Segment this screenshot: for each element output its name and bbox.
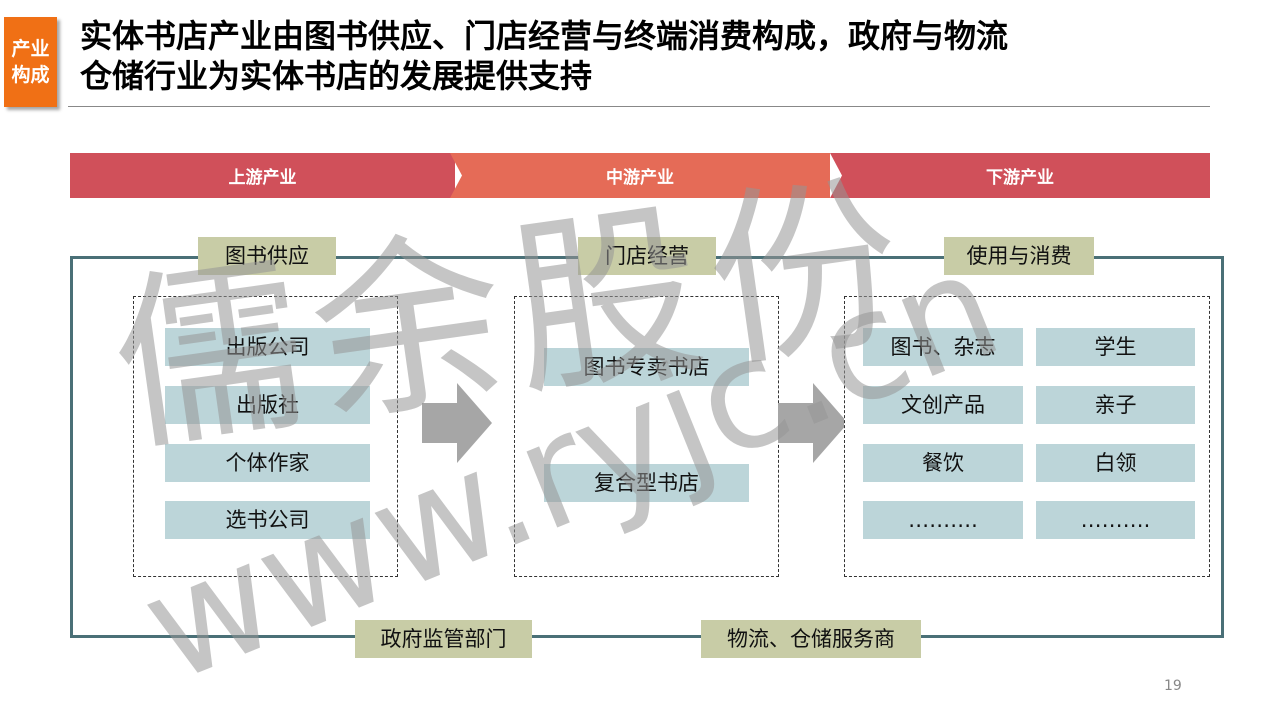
section-label-supply: 图书供应 bbox=[198, 237, 336, 275]
list-item: 餐饮 bbox=[863, 444, 1023, 482]
support-label-logistics: 物流、仓储服务商 bbox=[701, 620, 921, 658]
list-item: 出版公司 bbox=[165, 328, 370, 366]
list-item: ………. bbox=[863, 501, 1023, 539]
section-tag: 产业构成 bbox=[4, 17, 57, 107]
band-upstream: 上游产业 bbox=[70, 153, 455, 198]
list-item: 复合型书店 bbox=[544, 464, 749, 502]
midstream-group bbox=[514, 296, 779, 577]
section-label-consumption: 使用与消费 bbox=[944, 237, 1094, 275]
list-item: 图书专卖书店 bbox=[544, 348, 749, 386]
band-midstream: 中游产业 bbox=[450, 153, 830, 198]
page-title: 实体书店产业由图书供应、门店经营与终端消费构成，政府与物流仓储行业为实体书店的发… bbox=[80, 16, 1200, 96]
tag-line: 产业 bbox=[11, 38, 50, 60]
page-number: 19 bbox=[1164, 678, 1182, 694]
support-label-government: 政府监管部门 bbox=[355, 620, 532, 658]
arrow-right-icon bbox=[422, 383, 492, 463]
section-label-store: 门店经营 bbox=[578, 237, 716, 275]
list-item: 学生 bbox=[1036, 328, 1195, 366]
band-downstream: 下游产业 bbox=[830, 153, 1210, 198]
arrow-right-icon bbox=[778, 383, 848, 463]
list-item: 亲子 bbox=[1036, 386, 1195, 424]
tag-line: 构成 bbox=[11, 64, 50, 86]
list-item: 白领 bbox=[1036, 444, 1195, 482]
list-item: 个体作家 bbox=[165, 444, 370, 482]
list-item: 图书、杂志 bbox=[863, 328, 1023, 366]
list-item: 出版社 bbox=[165, 386, 370, 424]
list-item: 选书公司 bbox=[165, 501, 370, 539]
title-line: 实体书店产业由图书供应、门店经营与终端消费构成，政府与物流 bbox=[80, 17, 1009, 55]
list-item: ………. bbox=[1036, 501, 1195, 539]
divider bbox=[68, 106, 1210, 107]
list-item: 文创产品 bbox=[863, 386, 1023, 424]
title-line: 仓储行业为实体书店的发展提供支持 bbox=[80, 57, 593, 95]
